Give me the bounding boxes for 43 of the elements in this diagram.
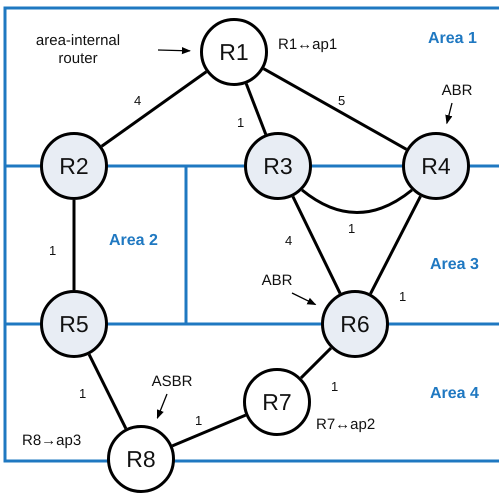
link-line [300,346,332,380]
area-label: Area 2 [109,232,158,250]
leader-arrow [445,102,453,124]
area-label: Area 1 [428,30,477,48]
router-circle: R5 [40,290,108,358]
annotation-text: ABR [258,272,296,290]
link-line [100,70,208,148]
annotation-text: area-internal router [22,32,134,68]
edge-label: 1 [78,386,88,401]
link-line [88,354,128,430]
edge-label: 5 [337,93,346,108]
router-note: R8→ap3 [22,432,82,449]
leader-arrow [156,394,168,419]
router-circle: R4 [402,132,470,200]
link-line [72,200,76,290]
router-note: R7↔ap2 [316,416,376,433]
edge-label: 4 [284,233,294,248]
router-circle: R3 [244,132,312,200]
leader-arrow [292,292,316,306]
edge-label: 1 [347,221,356,236]
area-label: Area 3 [430,256,479,274]
router-circle: R2 [40,132,108,200]
link-line [301,188,413,214]
router-circle: R6 [321,290,389,358]
link-line [244,83,268,135]
edge-label: 1 [48,243,58,258]
edge-label: 1 [194,413,204,428]
link-line [369,196,422,294]
annotation-text: ABR [438,82,476,100]
link-line [262,67,408,151]
router-circle: R7 [243,368,311,436]
link-line [292,196,342,294]
router-circle: R1 [200,18,268,86]
edge-label: 1 [236,115,246,130]
annotation-text: ASBR [149,373,195,391]
router-circle: R8 [107,425,175,493]
area-label: Area 4 [430,385,479,403]
link-line [172,414,246,448]
edge-label: 4 [133,93,142,108]
leader-arrow [158,47,191,54]
edge-label: 1 [398,289,408,304]
edge-label: 1 [330,379,340,394]
router-note: R1↔ap1 [278,36,338,53]
